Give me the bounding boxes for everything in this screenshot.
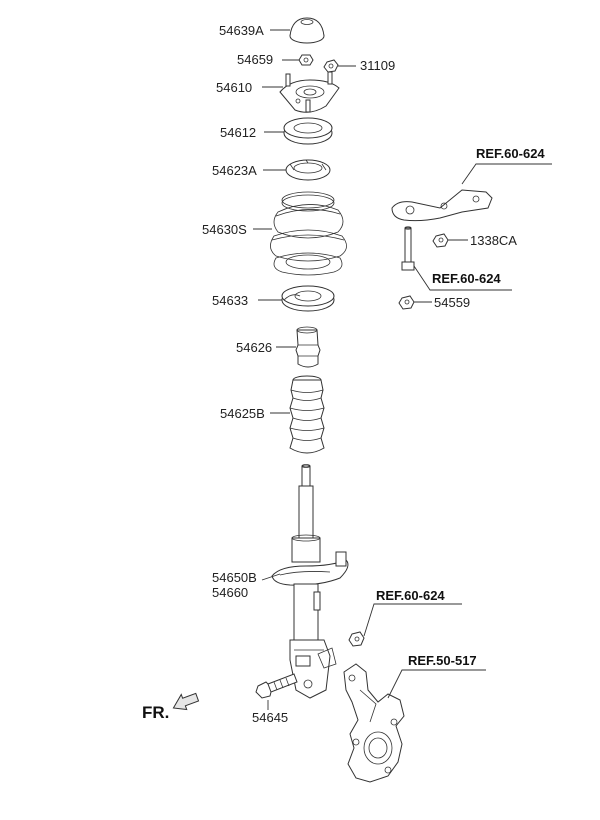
part-54650B-strut[interactable]: [271, 464, 349, 699]
label-1338CA[interactable]: 1338CA: [470, 233, 517, 248]
ref-stab-link-mid[interactable]: REF.60-624: [432, 271, 501, 286]
front-arrow-icon: [172, 692, 200, 711]
part-54612-bearing[interactable]: [283, 117, 333, 145]
label-54650B[interactable]: 54650B: [212, 570, 257, 585]
label-54612[interactable]: 54612: [220, 125, 256, 140]
part-54659-nut[interactable]: [298, 54, 314, 66]
label-54630S[interactable]: 54630S: [202, 222, 247, 237]
part-54623A-spring-seat[interactable]: [285, 159, 331, 181]
label-54633[interactable]: 54633: [212, 293, 248, 308]
label-54610[interactable]: 54610: [216, 80, 252, 95]
part-1338CA-nut[interactable]: [432, 233, 449, 248]
part-54639A-cap[interactable]: [289, 17, 325, 44]
part-stabilizer-bracket[interactable]: [391, 189, 493, 222]
leader-ref-mid: [413, 265, 512, 291]
part-steering-knuckle[interactable]: [343, 663, 405, 783]
part-54625B-dust-boot[interactable]: [289, 375, 325, 454]
label-54639A[interactable]: 54639A: [219, 23, 264, 38]
part-54626-bump-stopper[interactable]: [295, 326, 321, 368]
label-54626[interactable]: 54626: [236, 340, 272, 355]
leader-ref-top: [461, 163, 552, 185]
label-54623A[interactable]: 54623A: [212, 163, 257, 178]
label-54559[interactable]: 54559: [434, 295, 470, 310]
leader-54650B: [261, 573, 281, 581]
label-54659[interactable]: 54659: [237, 52, 273, 67]
part-54633-lower-pad[interactable]: [281, 285, 335, 312]
part-strut-stabilizer-nut[interactable]: [348, 631, 365, 647]
ref-knuckle[interactable]: REF.50-517: [408, 653, 477, 668]
label-54660[interactable]: 54660: [212, 585, 248, 600]
label-31109[interactable]: 31109: [360, 58, 395, 73]
front-direction-label: FR.: [142, 703, 169, 722]
part-54610-strut-mount[interactable]: [279, 71, 340, 113]
label-54625B[interactable]: 54625B: [220, 406, 265, 421]
leader-ref-strut-nut: [363, 603, 462, 637]
part-54559-nut[interactable]: [398, 295, 415, 310]
part-54645-bolt[interactable]: [255, 673, 298, 699]
label-54645[interactable]: 54645: [252, 710, 288, 725]
part-54630S-coil-spring[interactable]: [270, 191, 347, 276]
ref-stab-link-top[interactable]: REF.60-624: [476, 146, 545, 161]
ref-strut-nut[interactable]: REF.60-624: [376, 588, 445, 603]
part-31109-nut[interactable]: [323, 59, 339, 73]
leader-ref-knuckle: [387, 669, 486, 699]
part-stabilizer-link-bolt[interactable]: [401, 226, 415, 271]
